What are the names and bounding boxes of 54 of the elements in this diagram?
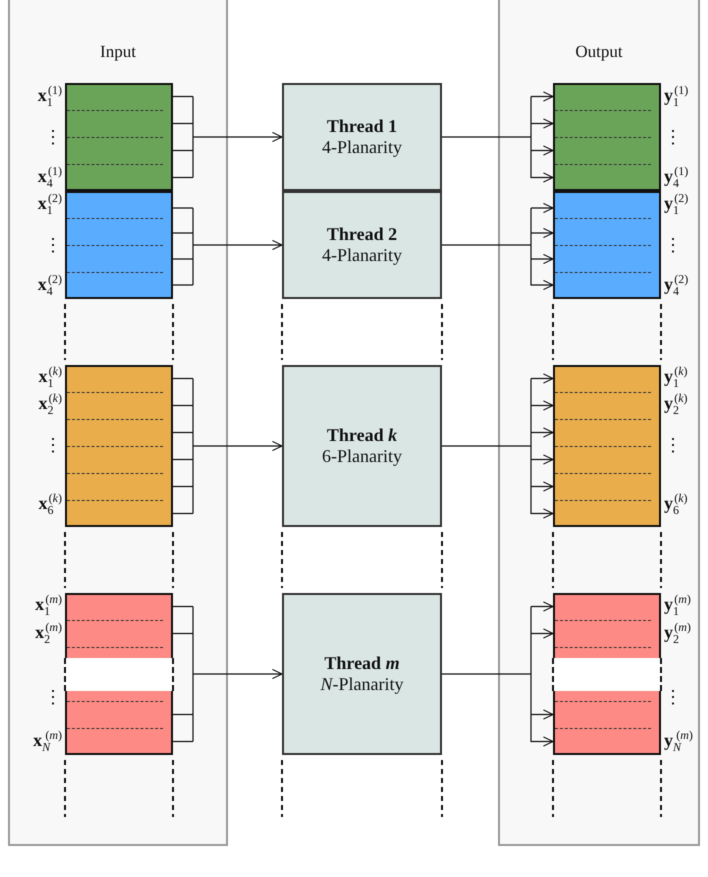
arrow-branch bbox=[531, 454, 554, 465]
arrow-branch bbox=[531, 373, 554, 384]
thread-box bbox=[282, 593, 442, 755]
arrow-branch bbox=[531, 254, 554, 264]
data-block bbox=[65, 83, 173, 191]
vector-label: ⋮ bbox=[664, 236, 682, 254]
merge-connector bbox=[172, 606, 283, 742]
split-arrow bbox=[441, 606, 554, 747]
thread-subtitle: 4-Planarity bbox=[322, 245, 402, 266]
split-arrow bbox=[441, 96, 554, 183]
vector-label: ⋮ bbox=[44, 128, 62, 146]
arrow-branch bbox=[531, 228, 554, 238]
arrow-branch bbox=[531, 400, 554, 411]
arrow-branch bbox=[531, 118, 554, 129]
thread-box bbox=[282, 83, 442, 191]
arrow-branch bbox=[531, 481, 554, 492]
arrow-branch bbox=[531, 601, 554, 612]
split-arrow bbox=[441, 378, 554, 519]
arrow-branch bbox=[531, 202, 554, 214]
merge-connector bbox=[172, 96, 283, 178]
thread-box bbox=[282, 191, 442, 299]
merge-connector bbox=[172, 207, 283, 286]
panel-title: Output bbox=[574, 42, 624, 62]
split-arrow bbox=[441, 207, 554, 290]
arrow-branch bbox=[531, 427, 554, 438]
vector-label: ⋮ bbox=[664, 128, 682, 146]
merge-connector bbox=[172, 378, 283, 514]
data-block bbox=[553, 365, 661, 527]
arrow-branch bbox=[531, 91, 554, 102]
thread-subtitle: 4-Planarity bbox=[322, 137, 402, 158]
vector-label: ⋮ bbox=[44, 236, 62, 254]
vector-label: ⋮ bbox=[664, 436, 682, 454]
arrow-branch bbox=[531, 709, 554, 720]
arrow-branch bbox=[531, 145, 554, 156]
data-block bbox=[553, 593, 661, 755]
panel-title: Input bbox=[99, 42, 137, 62]
data-block bbox=[553, 83, 661, 191]
thread-title: Thread 2 bbox=[326, 224, 398, 245]
data-block bbox=[65, 191, 173, 299]
panel-background bbox=[498, 0, 700, 846]
data-block bbox=[65, 365, 173, 527]
thread-title: Thread k bbox=[326, 425, 398, 446]
thread-title: Thread m bbox=[324, 653, 400, 674]
vector-label: ⋮ bbox=[44, 436, 62, 454]
thread-title: Thread 1 bbox=[326, 116, 398, 137]
thread-box bbox=[282, 365, 442, 527]
thread-subtitle: N-Planarity bbox=[320, 674, 404, 695]
arrow-branch bbox=[531, 628, 554, 639]
data-block bbox=[553, 191, 661, 299]
panel-background bbox=[8, 0, 228, 846]
vector-label: ⋮ bbox=[44, 688, 62, 706]
thread-subtitle: 6-Planarity bbox=[322, 446, 402, 467]
vector-label: ⋮ bbox=[664, 688, 682, 706]
data-block bbox=[65, 593, 173, 755]
